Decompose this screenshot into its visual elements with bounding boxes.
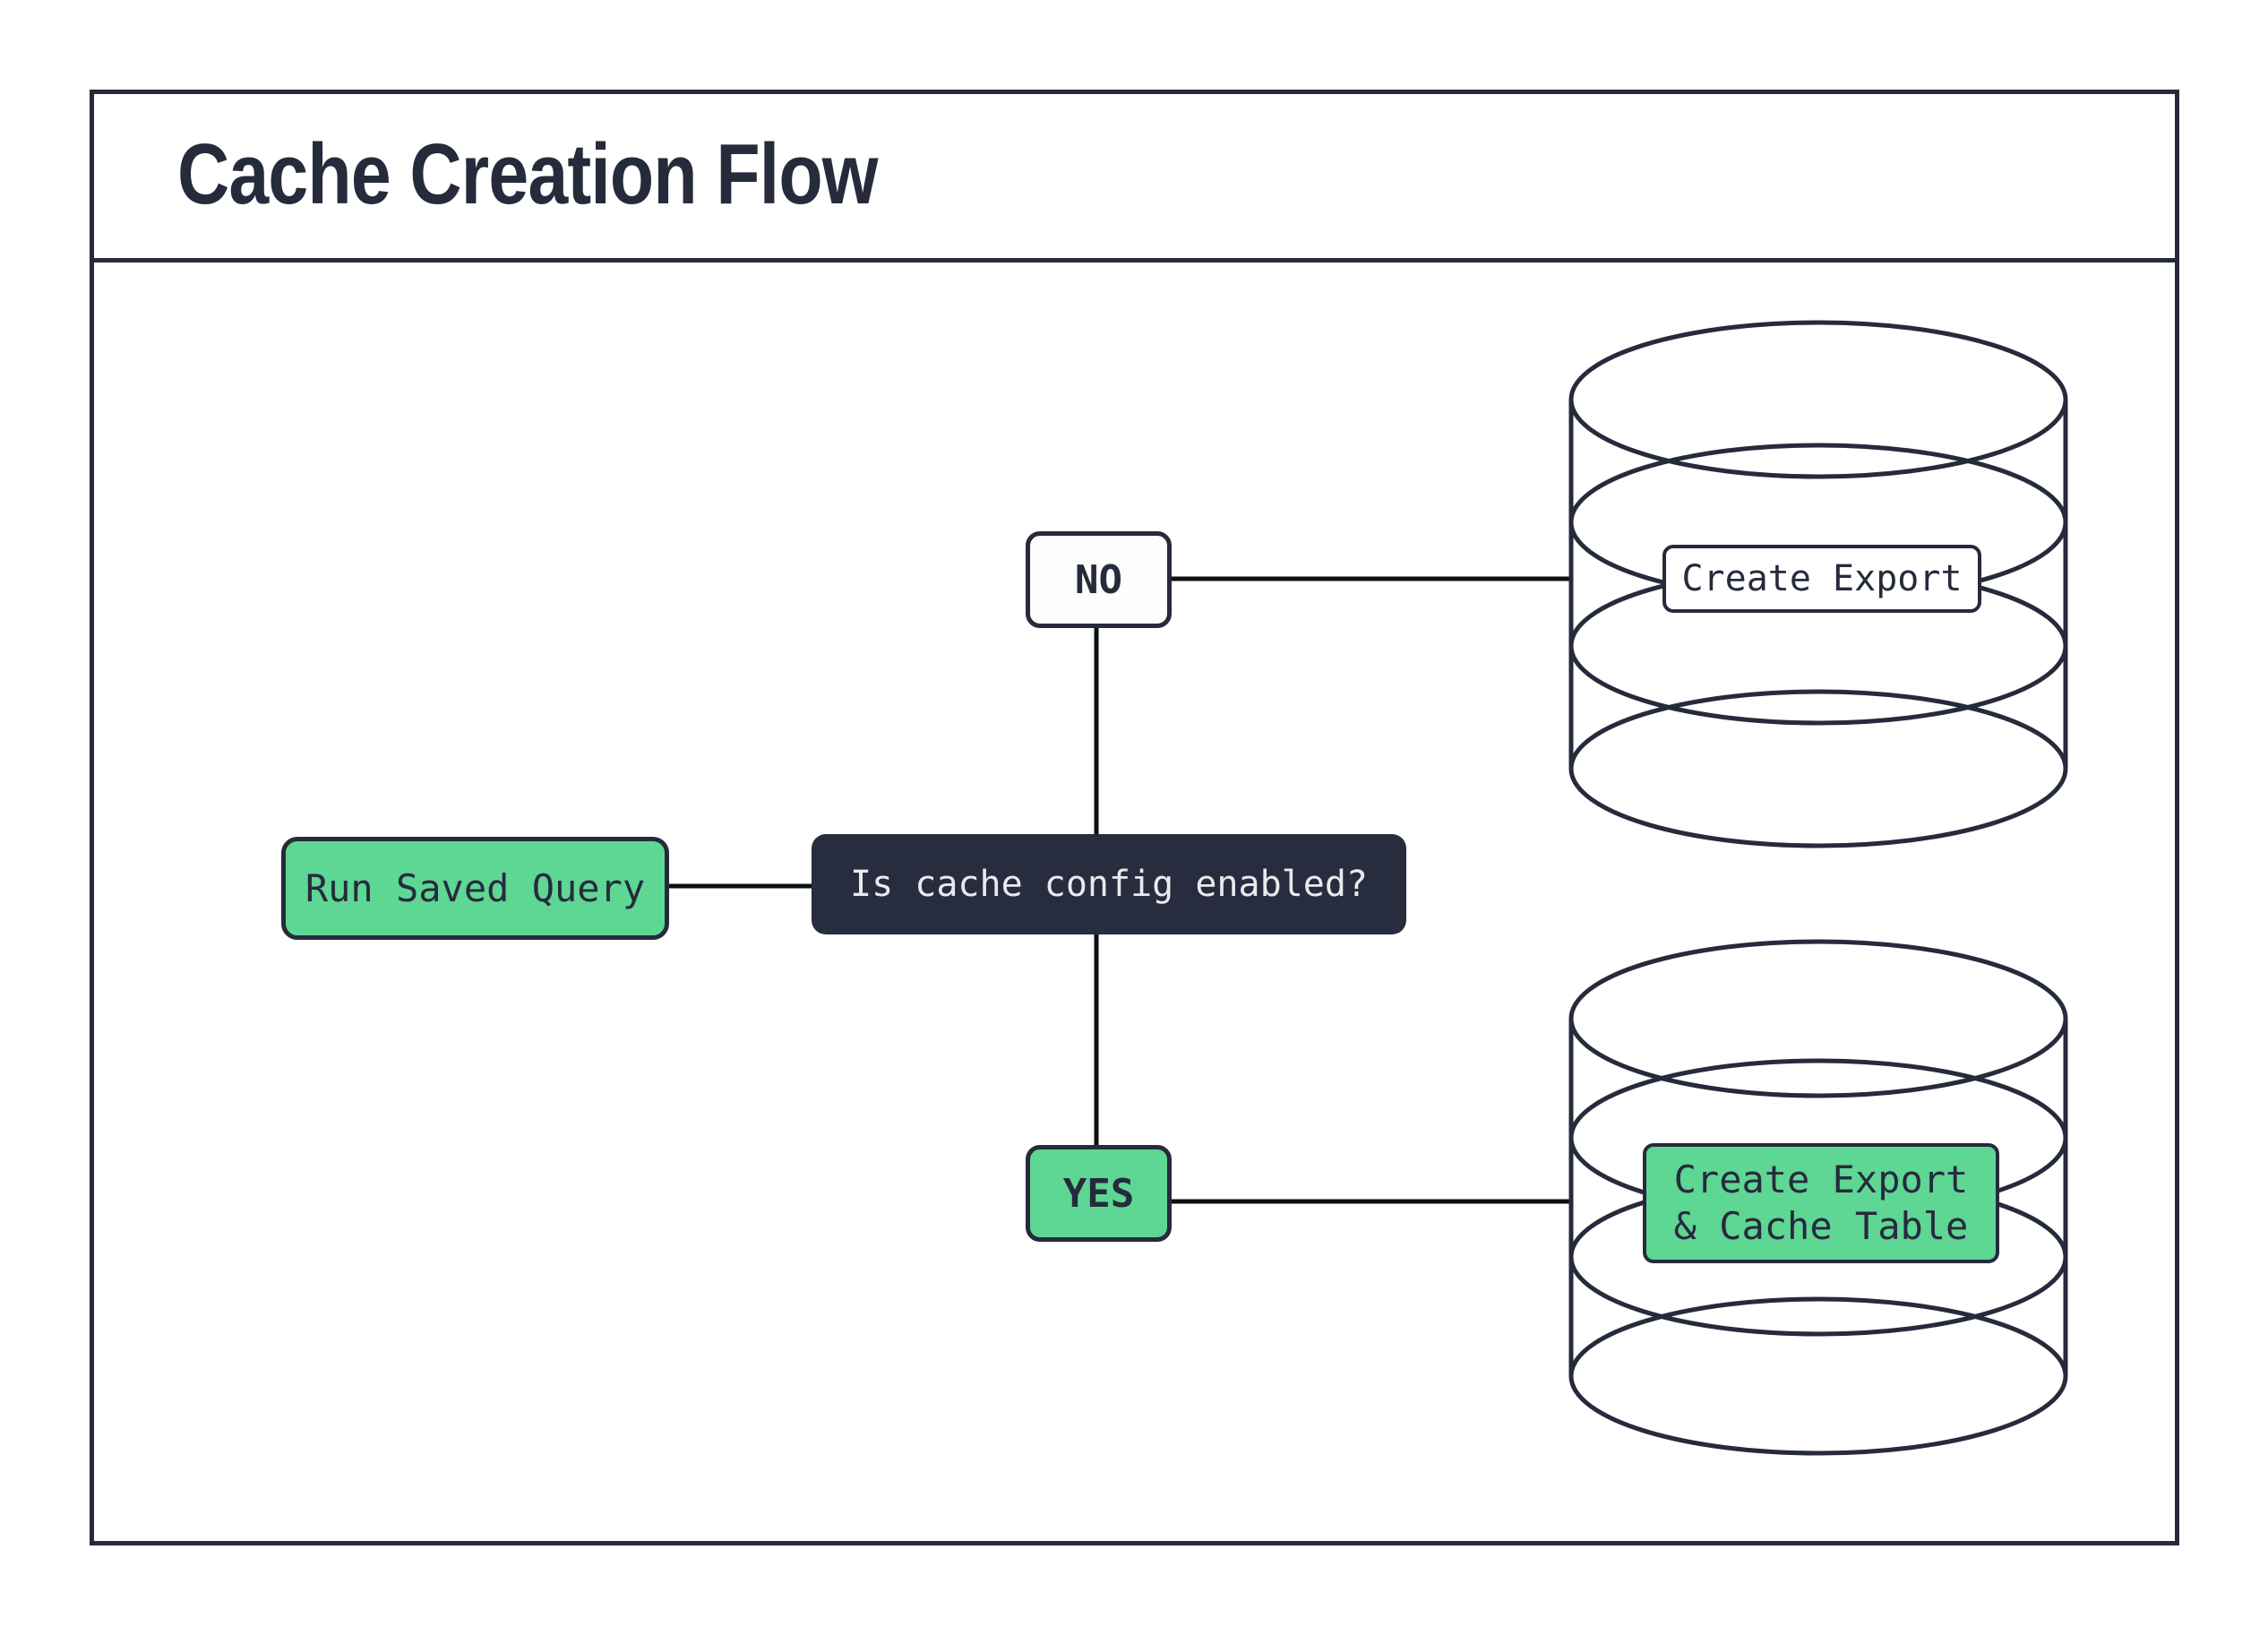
node-create-export-cache-label: Create Export & Cache Table <box>1643 1143 1999 1263</box>
node-branch-yes: YES <box>1026 1145 1172 1242</box>
node-create-export-label: Create Export <box>1662 545 1981 613</box>
database-disc <box>1568 320 2068 479</box>
page-title: Cache Creation Flow <box>177 126 878 222</box>
database-disc <box>1568 939 2068 1098</box>
node-run-saved-query: Run Saved Query <box>281 837 669 940</box>
node-branch-no: NO <box>1026 531 1172 628</box>
diagram-header: Cache Creation Flow <box>90 90 2179 260</box>
diagram-frame <box>90 90 2179 1545</box>
database-disc <box>1568 1296 2068 1456</box>
header-divider <box>90 258 2179 263</box>
node-decision-cache-config: Is cache config enabled? <box>812 834 1406 934</box>
database-disc <box>1568 689 2068 848</box>
